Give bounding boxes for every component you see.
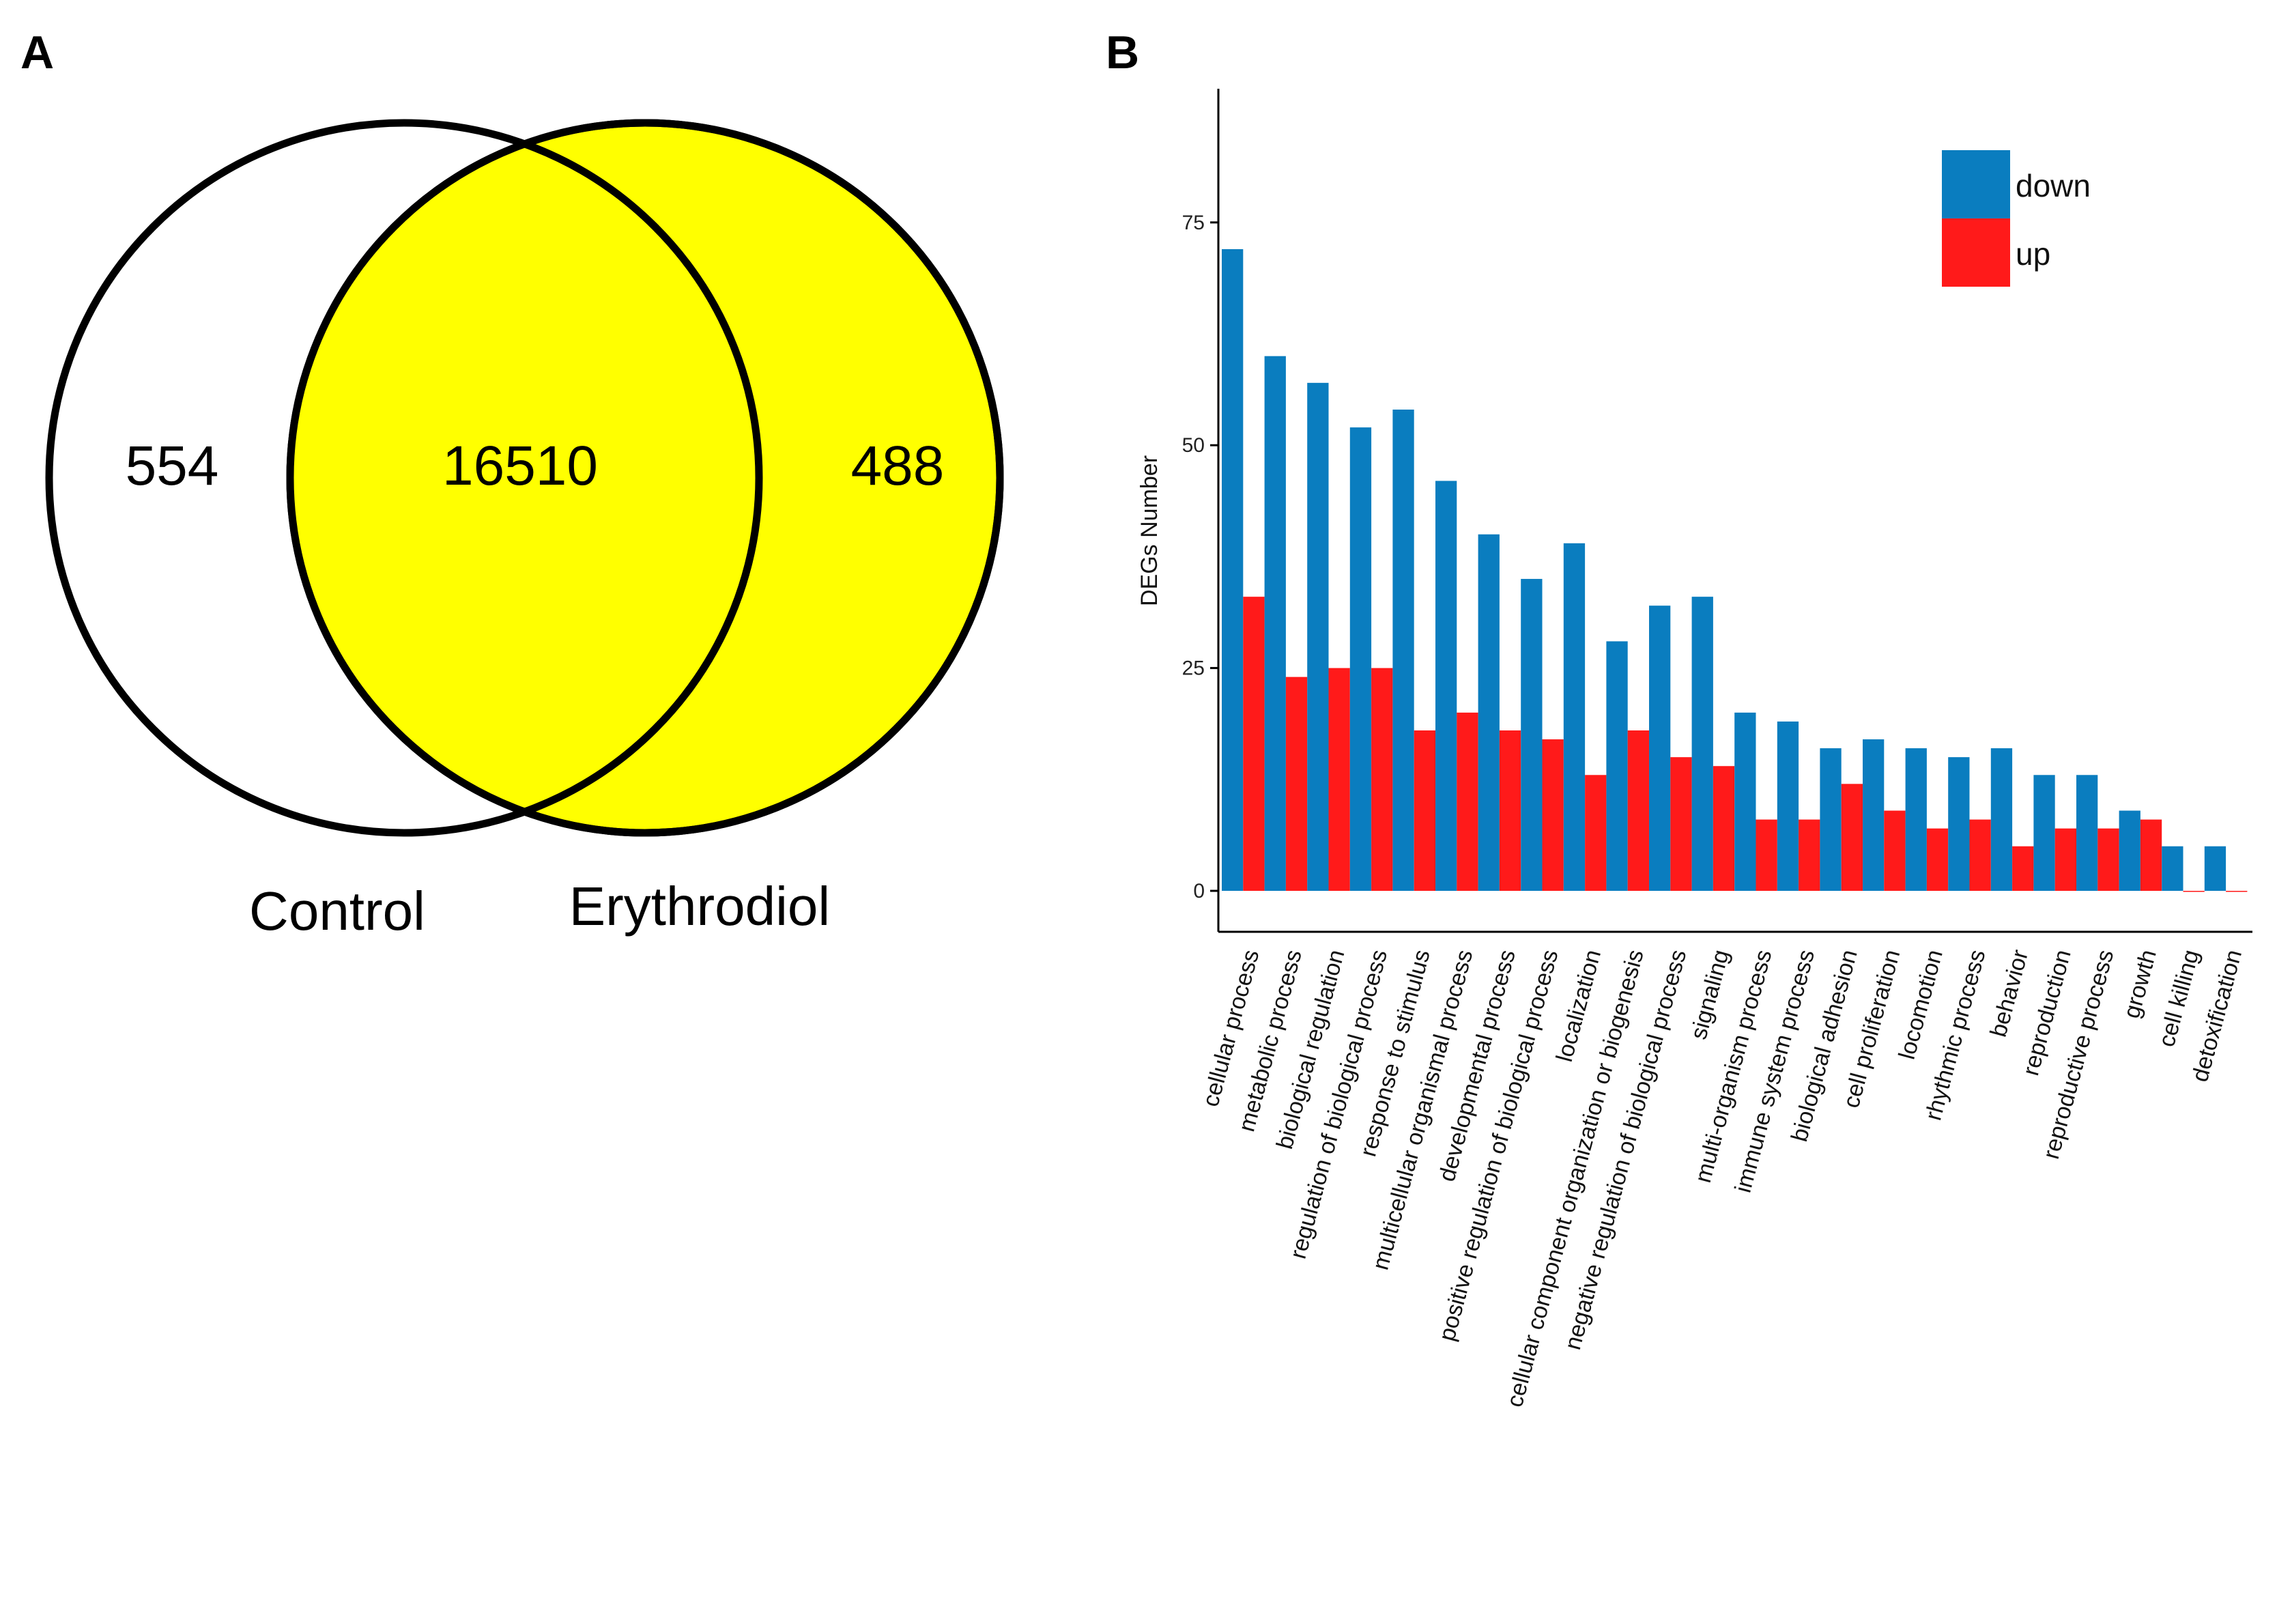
bar-down <box>1435 481 1457 891</box>
bar-down <box>2204 846 2226 891</box>
bar-up <box>1627 730 1649 891</box>
legend-swatch-down <box>1942 150 2010 218</box>
y-axis-title: DEGs Number <box>1136 455 1162 606</box>
y-tick-label: 75 <box>1182 212 1205 234</box>
bar-up <box>1670 757 1692 891</box>
venn-overlap-region <box>289 144 759 812</box>
venn-label-erythrodiol: Erythrodiol <box>569 876 830 937</box>
bar-down <box>1392 410 1414 891</box>
bar-up <box>1328 668 1350 891</box>
bar-down <box>1264 356 1286 891</box>
bar-up <box>1243 597 1265 891</box>
bar-up <box>2054 828 2076 891</box>
bar-up <box>2012 846 2034 891</box>
bar-down <box>1563 543 1586 891</box>
bar-down <box>2162 846 2183 891</box>
bar-up <box>1799 819 1820 891</box>
bar-down <box>1734 712 1756 891</box>
bar-down <box>1606 641 1628 891</box>
bar-up <box>1499 730 1521 891</box>
bar-up <box>1414 730 1435 891</box>
bar-up <box>1285 676 1308 891</box>
bar-down <box>1222 249 1244 891</box>
bar-down <box>1777 721 1799 891</box>
bar-up <box>2140 819 2162 891</box>
bar-up <box>1969 819 1991 891</box>
venn-count-control-only: 554 <box>126 435 219 497</box>
bar-up <box>2183 891 2205 892</box>
x-category-label: signaling <box>1685 947 1734 1042</box>
venn-circle-erythrodiol-outline <box>286 119 1004 837</box>
bar-up <box>1841 784 1863 891</box>
venn-count-overlap: 16510 <box>442 435 598 497</box>
bar-up <box>1542 739 1564 891</box>
legend-swatch-up <box>1942 218 2010 287</box>
venn-label-control: Control <box>249 881 425 941</box>
bar-down <box>1307 382 1329 891</box>
bar-down <box>1905 748 1927 891</box>
bar-up <box>1585 775 1607 891</box>
y-tick-label: 25 <box>1182 657 1205 680</box>
venn-diagram: 554 16510 488 Control Erythrodiol <box>45 119 1004 941</box>
bar-down <box>1820 748 1842 891</box>
venn-count-erythrodiol-only: 488 <box>851 435 945 497</box>
bar-up <box>1457 712 1478 891</box>
legend-label-down: down <box>2016 168 2091 203</box>
bar-down <box>1691 597 1713 891</box>
bar-down <box>1349 427 1372 891</box>
bar-down <box>1948 757 1970 891</box>
bars <box>1222 249 2248 892</box>
bar-up <box>1926 828 1949 891</box>
y-axis-ticks: 0 25 50 75 <box>1182 212 1218 902</box>
bar-up <box>1371 668 1393 891</box>
bar-down <box>1863 739 1885 891</box>
bar-up <box>2226 891 2248 892</box>
legend-label-up: up <box>2016 236 2050 272</box>
bar-down <box>1521 579 1543 891</box>
x-category-label: cell killing <box>2153 947 2204 1049</box>
bar-down <box>2076 775 2098 891</box>
bar-up <box>1713 766 1735 891</box>
y-tick-label: 50 <box>1182 434 1205 457</box>
y-tick-label: 0 <box>1193 880 1205 902</box>
x-category-label: behavior <box>1986 947 2033 1040</box>
bar-down <box>1990 748 2013 891</box>
panel-b-label: B <box>1106 27 1139 79</box>
bar-down <box>2119 810 2140 891</box>
bar-down <box>2033 775 2055 891</box>
venn-circle-control <box>45 119 763 837</box>
bar-up <box>1756 819 1777 891</box>
bar-up <box>2097 828 2119 891</box>
bar-down <box>1649 606 1671 891</box>
bar-up <box>1884 810 1906 891</box>
legend: down up <box>1942 150 2091 287</box>
x-category-label: growth <box>2119 947 2162 1021</box>
panel-a-label: A <box>20 27 54 79</box>
bar-down <box>1478 534 1500 891</box>
